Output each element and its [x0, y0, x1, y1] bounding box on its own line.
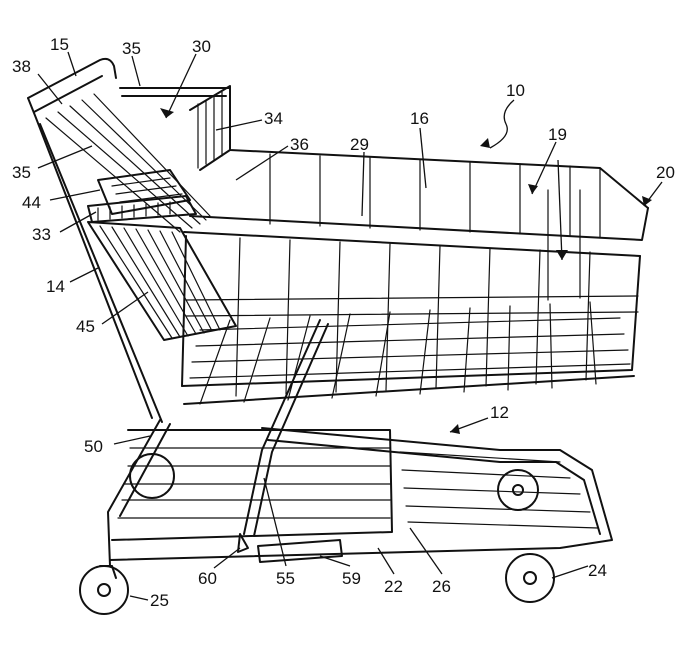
label-45: 45: [76, 317, 95, 336]
label-34: 34: [264, 109, 283, 128]
label-25: 25: [150, 591, 169, 610]
label-33: 33: [32, 225, 51, 244]
label-59: 59: [342, 569, 361, 588]
label-55: 55: [276, 569, 295, 588]
label-29: 29: [350, 135, 369, 154]
child-seat: [87, 169, 197, 223]
label-44: 44: [22, 193, 41, 212]
label-26: 26: [432, 577, 451, 596]
label-35-left: 35: [12, 163, 31, 182]
front-panel: [87, 221, 237, 341]
label-14: 14: [46, 277, 65, 296]
label-16: 16: [410, 109, 429, 128]
label-19: 19: [548, 125, 567, 144]
label-30: 30: [192, 37, 211, 56]
chassis-frame: [107, 319, 613, 567]
label-22: 22: [384, 577, 403, 596]
label-38: 38: [12, 57, 31, 76]
caster-wheels: [79, 453, 555, 615]
label-12: 12: [490, 403, 509, 422]
label-10: 10: [506, 81, 525, 100]
arrows: [160, 108, 652, 434]
cart-handle-frame: [27, 57, 211, 423]
label-35-top: 35: [122, 39, 141, 58]
label-20: 20: [656, 163, 675, 182]
leader-lines: [37, 51, 663, 601]
rear-wheel: [497, 469, 539, 511]
label-50: 50: [84, 437, 103, 456]
reference-numerals: 15 35 30 38 10 34 36 16 29 19 35 20 44 3…: [12, 35, 675, 610]
label-36: 36: [290, 135, 309, 154]
hidden-wheel: [129, 453, 175, 499]
label-15: 15: [50, 35, 69, 54]
basket: [119, 85, 649, 405]
front-wheel-left: [79, 565, 129, 615]
label-60: 60: [198, 569, 217, 588]
label-24: 24: [588, 561, 607, 580]
front-wheel-right: [505, 553, 555, 603]
